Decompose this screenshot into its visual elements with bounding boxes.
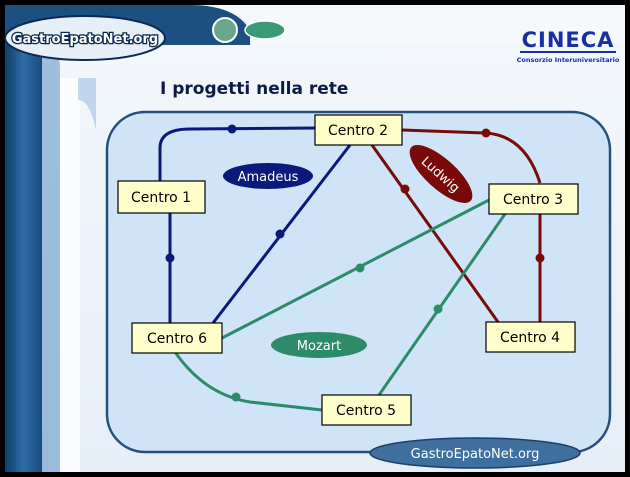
node-box bbox=[485, 321, 576, 353]
header: GastroEpatoNet.org bbox=[4, 5, 625, 61]
node-centro-1: Centro 1 bbox=[117, 180, 206, 214]
link-dot bbox=[535, 253, 545, 263]
node-centro-5: Centro 5 bbox=[321, 394, 412, 426]
link-c6-c5 bbox=[173, 351, 323, 412]
link-dot bbox=[227, 124, 237, 134]
node-centro-3: Centro 3 bbox=[488, 183, 579, 215]
node-centro-6: Centro 6 bbox=[131, 322, 223, 354]
footer-badge-oval bbox=[369, 437, 581, 469]
slide-title: I progetti nella rete bbox=[160, 79, 348, 99]
node-label: Centro 3 bbox=[503, 192, 563, 208]
mozart-links bbox=[173, 198, 507, 412]
node-label: Centro 1 bbox=[131, 190, 191, 206]
node-box bbox=[117, 180, 206, 214]
link-dot bbox=[355, 263, 365, 273]
network-panel bbox=[105, 110, 612, 454]
nav-circle-button[interactable] bbox=[212, 17, 238, 43]
link-dot bbox=[275, 229, 285, 239]
node-label: Centro 4 bbox=[500, 330, 560, 346]
cineca-brand: CINECA Consorzio Interuniversitario bbox=[517, 28, 620, 64]
link-dot bbox=[165, 253, 175, 263]
project-amadeus: Amadeus bbox=[223, 163, 313, 189]
node-centro-4: Centro 4 bbox=[485, 321, 576, 353]
link-c3-c5 bbox=[377, 213, 507, 396]
link-dot bbox=[400, 184, 410, 194]
project-mozart-oval bbox=[271, 332, 367, 358]
project-mozart-label: Mozart bbox=[297, 339, 341, 354]
node-box bbox=[314, 114, 403, 146]
link-dot bbox=[481, 128, 491, 138]
link-c3-c6 bbox=[221, 198, 490, 340]
link-c1-c2 bbox=[158, 126, 316, 181]
cineca-subtitle: Consorzio Interuniversitario bbox=[517, 56, 620, 64]
node-label: Centro 6 bbox=[147, 331, 207, 347]
project-ludwig-oval bbox=[409, 145, 473, 203]
project-mozart: Mozart bbox=[271, 332, 367, 358]
cineca-logo-text: CINECA bbox=[522, 28, 615, 52]
project-amadeus-oval bbox=[223, 163, 313, 189]
node-label: Centro 5 bbox=[336, 403, 396, 419]
link-dot bbox=[433, 304, 443, 314]
node-label: Centro 2 bbox=[328, 123, 388, 139]
link-c2-c4 bbox=[370, 144, 500, 323]
site-logo-text: GastroEpatoNet.org bbox=[12, 32, 158, 47]
nav-oval-button[interactable] bbox=[244, 20, 286, 40]
left-sidebar-decoration bbox=[5, 40, 96, 472]
node-box bbox=[488, 183, 579, 215]
node-centro-2: Centro 2 bbox=[314, 114, 403, 146]
node-box bbox=[321, 394, 412, 426]
node-box bbox=[131, 322, 223, 354]
project-amadeus-label: Amadeus bbox=[238, 170, 299, 185]
footer-badge: GastroEpatoNet.org bbox=[369, 437, 581, 469]
site-logo-ellipse bbox=[4, 15, 166, 61]
footer-badge-text: GastroEpatoNet.org bbox=[411, 447, 540, 462]
link-dot bbox=[231, 392, 241, 402]
